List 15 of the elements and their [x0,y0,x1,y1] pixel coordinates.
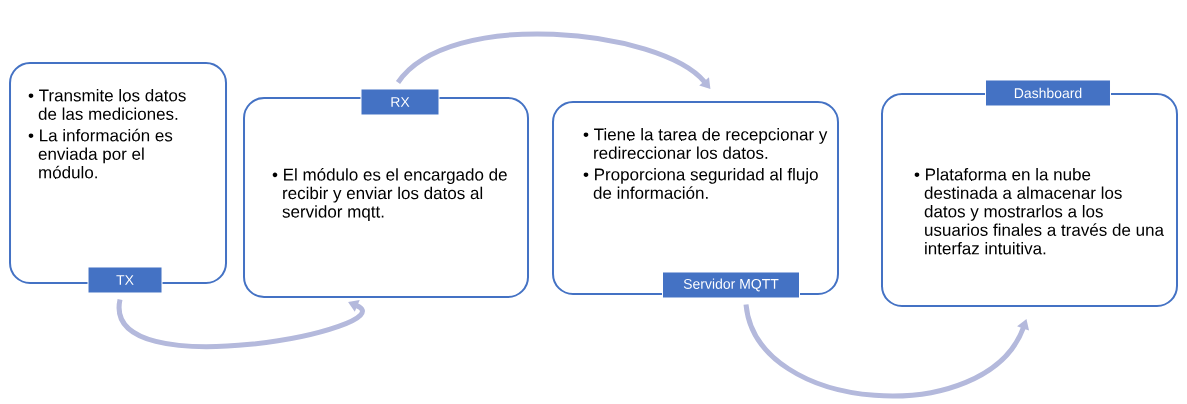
tab-label: RX [360,88,440,116]
curved-arrow [396,31,711,89]
bullet-text: • El módulo es el encargado de recibir y enviar los datos al servidor mqtt. [272,168,507,222]
tab-label: TX [87,266,163,294]
curved-arrow [117,299,365,350]
process-box [552,101,839,295]
process-box [9,62,227,284]
bullet-text: • La información es enviada por el módulo. [28,128,173,179]
tab-label: Servidor MQTT [662,271,800,299]
bullet-text: • Proporciona seguridad al flujo de información. [583,168,818,199]
bullet-text: • Tiene la tarea de recepcionar y redireccionar los datos. [583,128,828,159]
bullet-text: • Plataforma en la nube destinada a almacenar los datos y mostrarlos a los usuarios finales a través de una interfaz intuitiva. [914,168,1164,255]
bullet-text: • Transmite los datos de las mediciones. [28,89,186,120]
tab-label: Dashboard [985,79,1111,107]
process-box [243,97,529,298]
